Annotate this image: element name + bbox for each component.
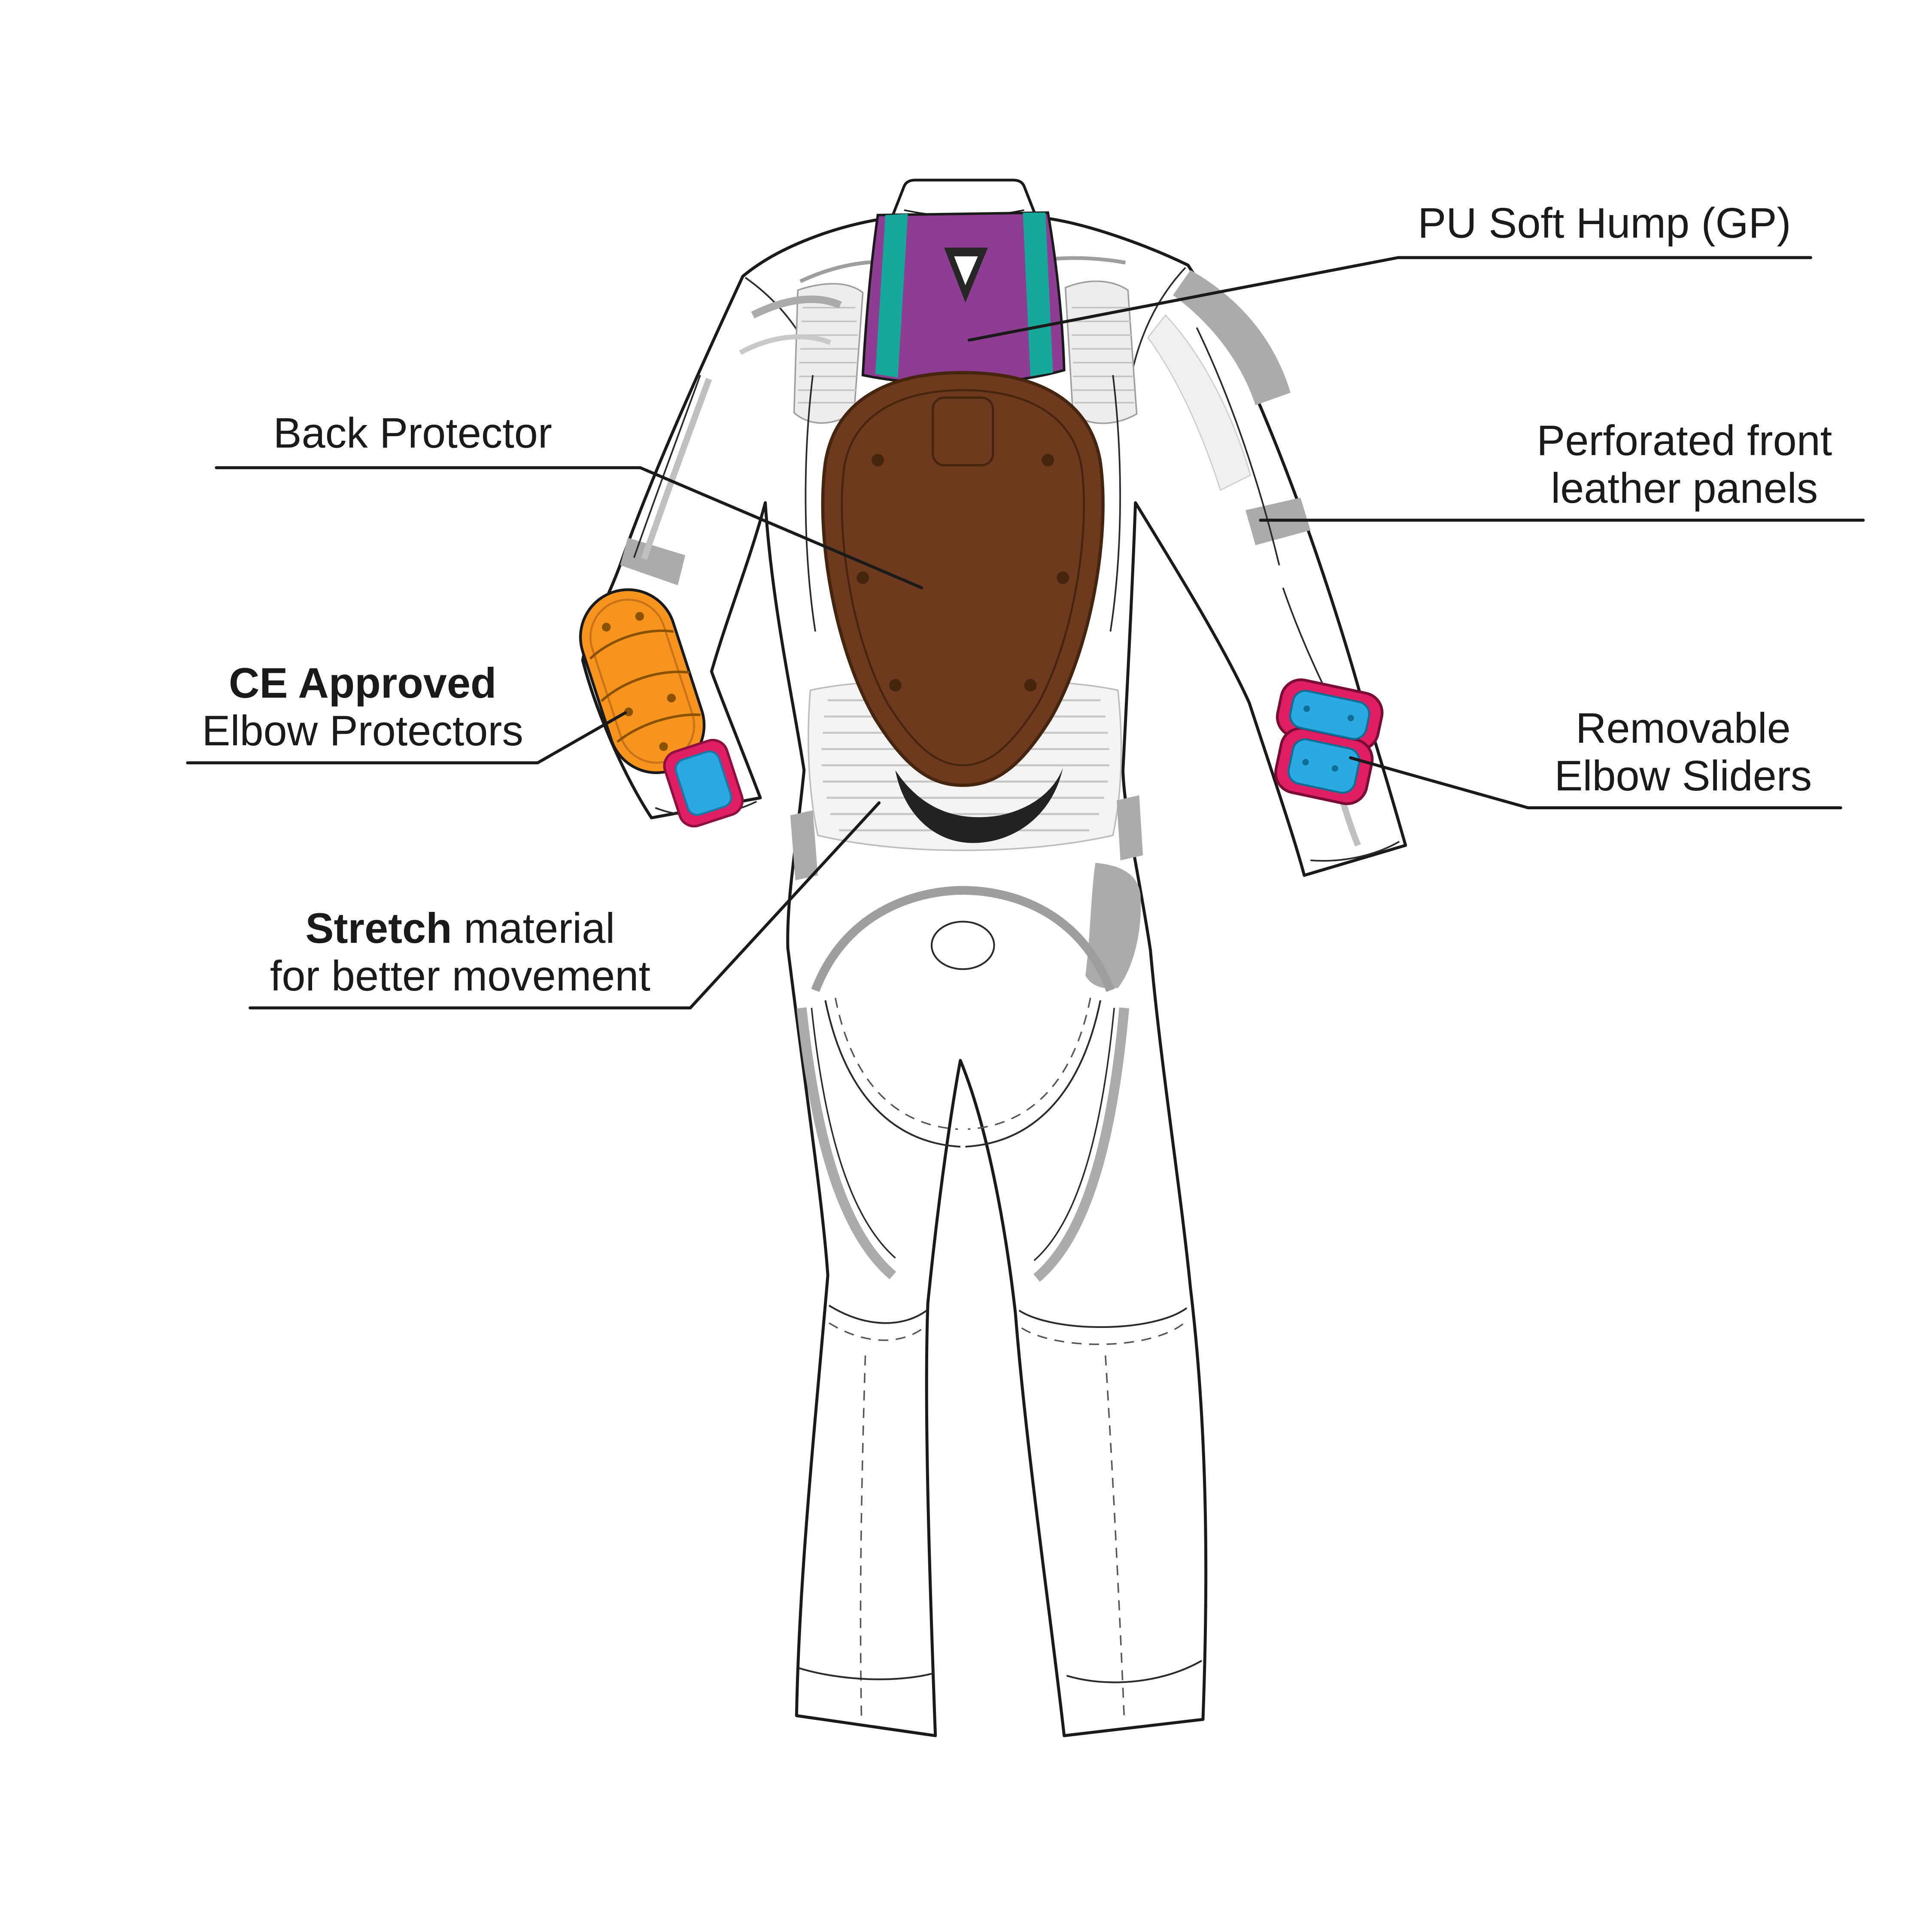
seat-keyhole — [930, 920, 995, 970]
right-arm-seam — [1196, 327, 1280, 565]
callout-perforated-panels: Perforated front leather panels — [1537, 416, 1832, 512]
right-calf-stitch — [1105, 1355, 1125, 1719]
right-shoulder-gray-band — [1173, 270, 1291, 405]
left-thigh-gray-arc — [796, 1007, 896, 1279]
elbow-slider-assembly — [1274, 678, 1384, 805]
hump-teal-stripe-right — [1023, 213, 1053, 377]
callout-stretch-material: Stretch material for better movement — [270, 904, 650, 999]
elbow-mini-pad — [663, 739, 744, 828]
elbow-slider-lower-insert — [1287, 738, 1361, 794]
back-protector-rivets — [857, 454, 1069, 692]
left-thigh-seam — [811, 1008, 896, 1259]
removable-sliders-line2: Elbow Sliders — [1554, 752, 1812, 799]
right-seat-stitch — [968, 997, 1091, 1130]
callout-ce-elbow-protectors: CE Approved Elbow Protectors — [202, 659, 523, 754]
left-arm-gray-stripe — [641, 377, 712, 560]
suit-back-outline — [581, 217, 1407, 1738]
brand-swoosh-icon — [895, 768, 1063, 843]
left-seat-cheek-seam — [824, 1000, 961, 1148]
leader-stretch — [249, 801, 881, 1010]
brand-logo-hump-inner — [954, 256, 978, 286]
elbow-protector-vents — [602, 612, 676, 751]
left-waist-gray-tab — [790, 810, 818, 881]
elbow-mini-pad-inner — [674, 750, 732, 816]
ce-elbow-line1: CE Approved — [229, 659, 497, 707]
right-hip-gray-patch — [1085, 863, 1141, 989]
elbow-slider-rivets — [1302, 705, 1354, 772]
left-knee-stitch — [829, 1322, 927, 1341]
leader-removable-sliders — [1349, 756, 1842, 810]
pu-soft-hump-label: PU Soft Hump (GP) — [1418, 199, 1791, 246]
elbow-slider-upper-insert — [1289, 690, 1370, 740]
left-side-panel-seam — [805, 375, 816, 632]
perforated-panels-line1: Perforated front — [1537, 416, 1832, 464]
removable-sliders-line1: Removable — [1576, 704, 1791, 752]
leader-back-protector — [215, 466, 923, 589]
stretch-line2: for better movement — [270, 952, 650, 999]
stretch-line1-bold: Stretch — [305, 904, 452, 952]
left-calf-stitch — [860, 1355, 866, 1723]
elbow-protector-segment-2 — [600, 671, 690, 702]
back-protector-label: Back Protector — [273, 409, 552, 457]
left-knee-seam — [828, 1305, 927, 1324]
ce-elbow-line2: Elbow Protectors — [202, 707, 523, 754]
hump-teal-stripe-left — [875, 214, 908, 378]
stretch-line1-rest: material — [452, 904, 615, 952]
right-waist-gray-tab — [1116, 795, 1143, 860]
left-ankle-seam — [799, 1667, 935, 1680]
right-side-panel-seam — [1109, 375, 1121, 632]
left-arm-inner-seam — [633, 375, 701, 558]
callout-removable-elbow-sliders: Removable Elbow Sliders — [1554, 704, 1812, 799]
left-seat-stitch — [834, 997, 958, 1130]
left-shoulder-mesh-hatch — [798, 307, 858, 404]
right-knee-stitch — [1021, 1322, 1185, 1345]
left-shoulder-gray-arc-2 — [739, 334, 832, 355]
leader-ce-elbow — [186, 711, 627, 765]
back-protector-inner-line — [841, 389, 1085, 766]
right-cuff-seam — [1310, 841, 1400, 862]
right-shoulder-mesh-hatch — [1072, 307, 1134, 404]
stretch-line1: Stretch material — [305, 904, 615, 952]
right-ankle-seam — [1066, 1660, 1203, 1683]
callout-pu-soft-hump: PU Soft Hump (GP) — [1418, 199, 1791, 246]
back-protector-top-plate — [932, 396, 994, 467]
elbow-protector-segment-3 — [617, 713, 701, 743]
elbow-protector-segment-1 — [589, 629, 674, 660]
right-thigh-seam — [1033, 1008, 1115, 1261]
right-sleeve-mesh-region — [1147, 314, 1252, 491]
left-shoulder-gray-arc — [751, 295, 842, 319]
seat-horseshoe-seam — [811, 886, 1115, 992]
perforated-panels-line2: leather panels — [1551, 464, 1818, 512]
leader-pu-soft-hump — [967, 256, 1812, 342]
callout-back-protector: Back Protector — [273, 409, 552, 457]
right-knee-seam — [1018, 1307, 1188, 1328]
right-thigh-gray-arc — [1033, 1007, 1130, 1282]
right-seat-cheek-seam — [965, 1000, 1102, 1148]
leader-lines — [186, 256, 1865, 1010]
